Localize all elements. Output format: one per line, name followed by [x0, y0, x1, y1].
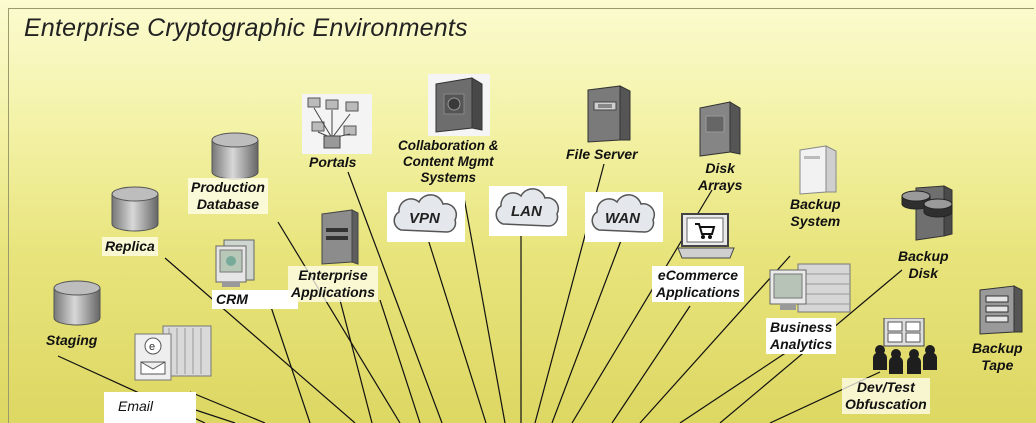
diagram-frame [8, 8, 1034, 423]
label-collaboration: Collaboration & Content Mgmt Systems [398, 138, 499, 185]
monitor-icon [214, 238, 264, 292]
diagram-title: Enterprise Cryptographic Environments [24, 14, 468, 42]
server-tower-icon [428, 74, 490, 136]
label-backup-tape: Backup Tape [972, 340, 1023, 373]
server-tower-icon [796, 144, 840, 196]
vpn-text: VPN [409, 210, 441, 227]
database-icon [110, 186, 160, 232]
ray-production-database [277, 221, 401, 423]
ray-backup-system [639, 255, 791, 423]
ray-extra-1 [379, 299, 421, 423]
label-staging: Staging [46, 332, 98, 348]
cloud-icon: LAN [489, 186, 567, 236]
email-icon: e [133, 322, 213, 388]
ray-business-analytics [679, 349, 791, 423]
label-file-server: File Server [566, 146, 638, 162]
disk-array-icon [898, 184, 956, 244]
database-icon [52, 280, 102, 326]
ray-portals [347, 171, 443, 423]
label-business-analytics: Business Analytics [766, 318, 837, 354]
cloud-icon: WAN [585, 192, 663, 242]
lan-text: LAN [511, 203, 543, 220]
tape-library-icon [976, 284, 1026, 336]
label-portals: Portals [309, 154, 357, 170]
people-icon [870, 318, 940, 374]
portals-icon [302, 94, 372, 154]
server-tower-icon [316, 208, 360, 266]
ray-enterprise-applications [339, 299, 373, 423]
monitor-icon [768, 262, 852, 316]
label-backup-system: Backup System [790, 196, 841, 229]
ray-wan [551, 237, 623, 423]
ray-ecommerce [611, 305, 691, 423]
ray-crm [267, 297, 311, 423]
monitor-icon [676, 212, 736, 262]
label-replica: Replica [102, 237, 158, 256]
label-crm: CRM [212, 290, 298, 309]
email-label-box [104, 392, 196, 423]
server-tower-icon [584, 84, 634, 144]
ray-vpn [426, 235, 487, 423]
cloud-icon: VPN [387, 192, 465, 242]
svg-text:e: e [149, 341, 155, 353]
label-ecommerce: eCommerce Applications [652, 266, 745, 302]
ray-email [189, 391, 266, 423]
wan-text: WAN [605, 210, 641, 227]
label-email: Email [118, 398, 154, 414]
database-icon [210, 132, 260, 180]
label-disk-arrays: Disk Arrays [698, 160, 743, 193]
label-dev-test: Dev/Test Obfuscation [842, 378, 930, 414]
label-backup-disk: Backup Disk [898, 248, 949, 281]
shopping-cart-icon [694, 222, 716, 240]
label-production-database: Production Database [188, 178, 268, 214]
ray-replica [164, 257, 356, 423]
disk-array-icon [696, 100, 744, 158]
ray-collab [462, 191, 506, 423]
label-enterprise-applications: Enterprise Applications [288, 266, 379, 302]
